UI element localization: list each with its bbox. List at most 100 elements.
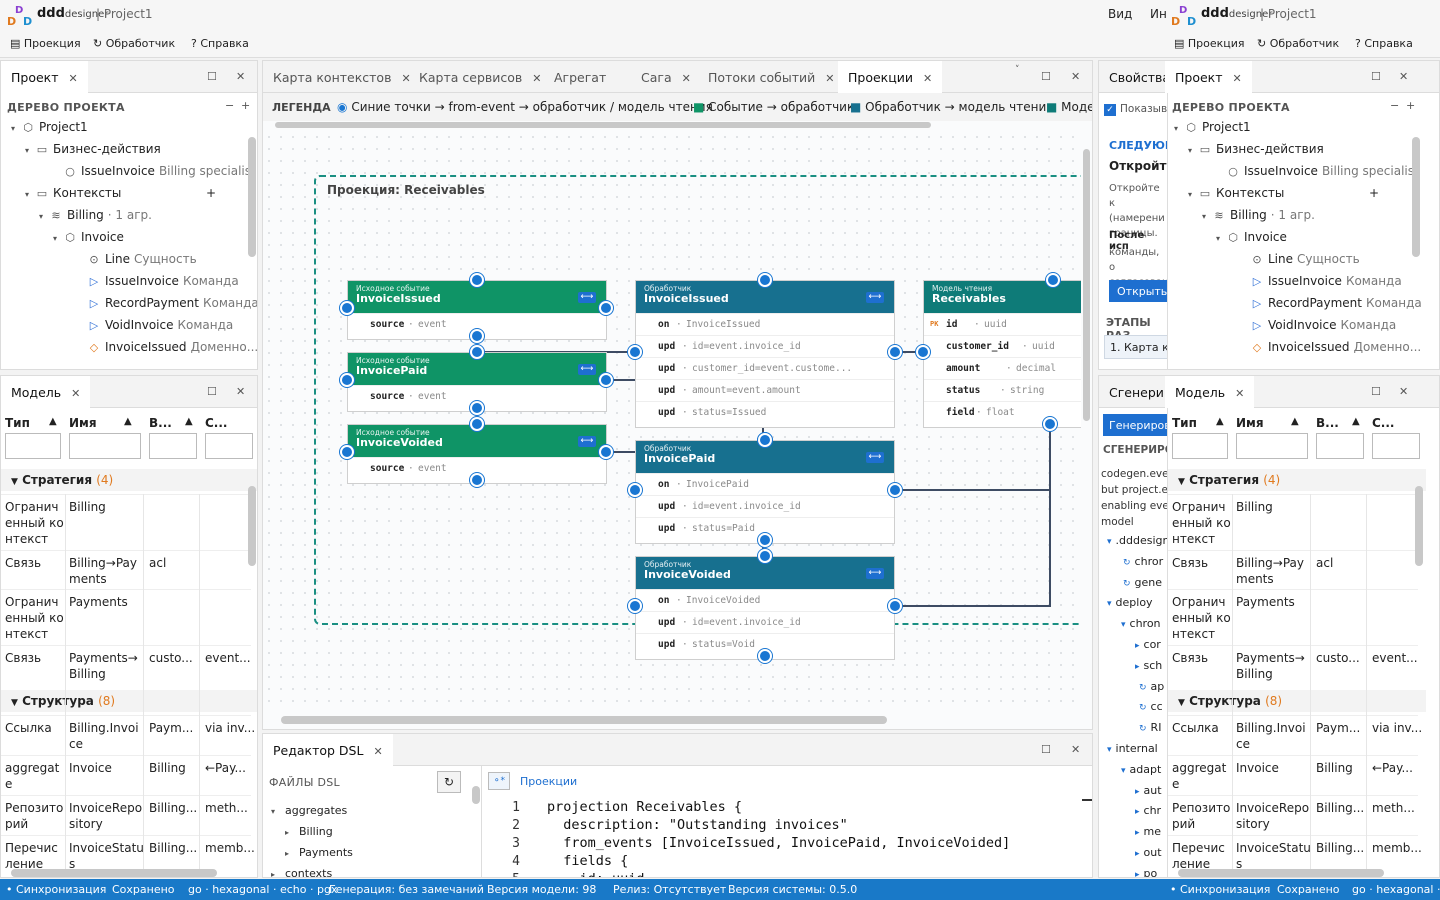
close-icon[interactable]: ✕	[373, 745, 383, 758]
connection-port[interactable]	[1046, 273, 1060, 287]
connection-port[interactable]	[628, 483, 642, 497]
connection-port[interactable]	[888, 483, 902, 497]
pin-icon[interactable]: ˅	[1015, 65, 1020, 75]
connection-port[interactable]	[599, 301, 613, 315]
sync-icon[interactable]: ↻	[1139, 724, 1147, 735]
tree-item[interactable]: ▾⬡Project1	[11, 120, 92, 142]
close-icon[interactable]: ✕	[1399, 70, 1409, 83]
edge-handler-model[interactable]	[895, 424, 1051, 607]
table-cell[interactable]: event...	[1372, 651, 1418, 665]
generated-file-item[interactable]: ↻cc	[1139, 700, 1163, 722]
table-cell[interactable]: ←Pay...	[1372, 761, 1413, 775]
scrollbar[interactable]	[1178, 869, 1384, 877]
table-cell[interactable]: Billing	[1236, 500, 1273, 514]
generated-file-item[interactable]: ▸out	[1135, 846, 1162, 868]
chevron-icon[interactable]: ▾	[1107, 745, 1112, 755]
close-icon[interactable]: ✕	[825, 72, 835, 85]
chevron-down-icon[interactable]: ▾	[25, 190, 30, 199]
table-cell[interactable]: Ссылка	[5, 721, 52, 735]
table-cell[interactable]: Репозиторий	[5, 801, 64, 831]
generated-file-item[interactable]: ▸cor	[1135, 638, 1161, 660]
dsl-file-item[interactable]: ▾aggregates	[271, 804, 347, 826]
tab-project[interactable]: Проект✕	[1, 61, 88, 93]
table-cell[interactable]: Billing→Payments	[69, 556, 137, 586]
sort-asc-icon[interactable]: ▲	[1352, 416, 1360, 427]
dsl-file-item[interactable]: ▸contexts	[271, 867, 332, 877]
chevron-down-icon[interactable]: ▾	[53, 234, 58, 243]
connection-port[interactable]	[340, 445, 354, 459]
generated-file-item[interactable]: ▾adapt	[1121, 763, 1161, 785]
table-cell[interactable]: Billing...	[149, 841, 198, 855]
close-icon[interactable]: ✕	[1232, 72, 1242, 85]
close-icon[interactable]: ✕	[236, 70, 246, 83]
close-icon[interactable]: ✕	[532, 72, 542, 85]
chevron-icon[interactable]: ▸	[1135, 641, 1140, 651]
tab-project-2[interactable]: Проект✕	[1165, 61, 1252, 93]
tab-4[interactable]: Потоки событий✕	[698, 61, 844, 93]
open-button[interactable]: Открыть	[1109, 280, 1167, 302]
tab-dsl-editor[interactable]: Редактор DSL✕	[263, 734, 393, 766]
sync-icon[interactable]: ↻	[1123, 578, 1131, 589]
chevron-down-icon[interactable]: ▾	[1188, 146, 1193, 155]
connection-port[interactable]	[1043, 417, 1057, 431]
tree-item[interactable]: ▾▭Контексты+	[1188, 186, 1379, 208]
connection-port[interactable]	[758, 649, 772, 663]
table-cell[interactable]: via inv...	[205, 721, 256, 735]
maximize-icon[interactable]: ☐	[207, 70, 217, 83]
table-cell[interactable]: Billing.Invoice	[1236, 721, 1306, 751]
code-line[interactable]: from_events [InvoiceIssued, InvoicePaid,…	[547, 835, 1011, 851]
close-icon[interactable]: ✕	[71, 387, 81, 400]
chevron-down-icon[interactable]: ▾	[1216, 234, 1221, 243]
table-cell[interactable]: Invoice	[69, 761, 112, 775]
table-cell[interactable]: memb...	[205, 841, 255, 855]
table-cell[interactable]: Billing	[149, 761, 186, 775]
connection-port[interactable]	[470, 417, 484, 431]
chevron-down-icon[interactable]: ▾	[11, 124, 16, 133]
generated-file-item[interactable]: ↻RI	[1139, 721, 1161, 743]
add-icon[interactable]: +	[1406, 99, 1416, 112]
connection-port[interactable]	[599, 373, 613, 387]
table-cell[interactable]: Paym...	[1316, 721, 1361, 735]
tree-item[interactable]: ▾▭Бизнес-действия	[25, 142, 165, 164]
table-cell[interactable]: via inv...	[1372, 721, 1423, 735]
tab-0[interactable]: Карта контекстов✕	[263, 61, 421, 93]
dsl-file-item[interactable]: ▸Billing	[285, 825, 333, 847]
connection-port[interactable]	[340, 373, 354, 387]
maximize-icon[interactable]: ☐	[1371, 70, 1381, 83]
column-header[interactable]: Имя	[69, 416, 97, 430]
table-cell[interactable]: Billing.Invoice	[69, 721, 139, 751]
table-cell[interactable]: custo...	[1316, 651, 1360, 665]
scrollbar[interactable]	[281, 716, 887, 724]
expand-icon[interactable]: ⟷	[866, 452, 884, 463]
file-tab-projections[interactable]: Проекции	[520, 775, 578, 788]
close-icon[interactable]: ✕	[68, 72, 78, 85]
edge-handler-model[interactable]	[895, 424, 1051, 491]
connection-port[interactable]	[470, 401, 484, 415]
chevron-down-icon[interactable]: ▼	[1178, 698, 1185, 708]
group-header[interactable]: ▼ Стратегия (4)	[1168, 469, 1426, 491]
code-line[interactable]: description: "Outstanding invoices"	[547, 817, 848, 833]
chevron-icon[interactable]: ▸	[1135, 807, 1140, 818]
chevron-down-icon[interactable]: ▾	[1202, 212, 1207, 221]
expand-icon[interactable]: ⟷	[578, 436, 596, 447]
connection-port[interactable]	[758, 433, 772, 447]
close-icon[interactable]: ✕	[1071, 743, 1081, 756]
generated-file-item[interactable]: ▾internal	[1107, 742, 1158, 764]
group-header[interactable]: ▼ Структура (8)	[1168, 690, 1426, 712]
status-sync[interactable]: • Синхронизация	[6, 883, 107, 896]
sort-asc-icon[interactable]: ▲	[1291, 416, 1299, 427]
table-cell[interactable]: custo...	[149, 651, 193, 665]
menu-tools[interactable]: Ин	[1150, 7, 1167, 21]
scrollbar[interactable]	[1083, 149, 1090, 421]
